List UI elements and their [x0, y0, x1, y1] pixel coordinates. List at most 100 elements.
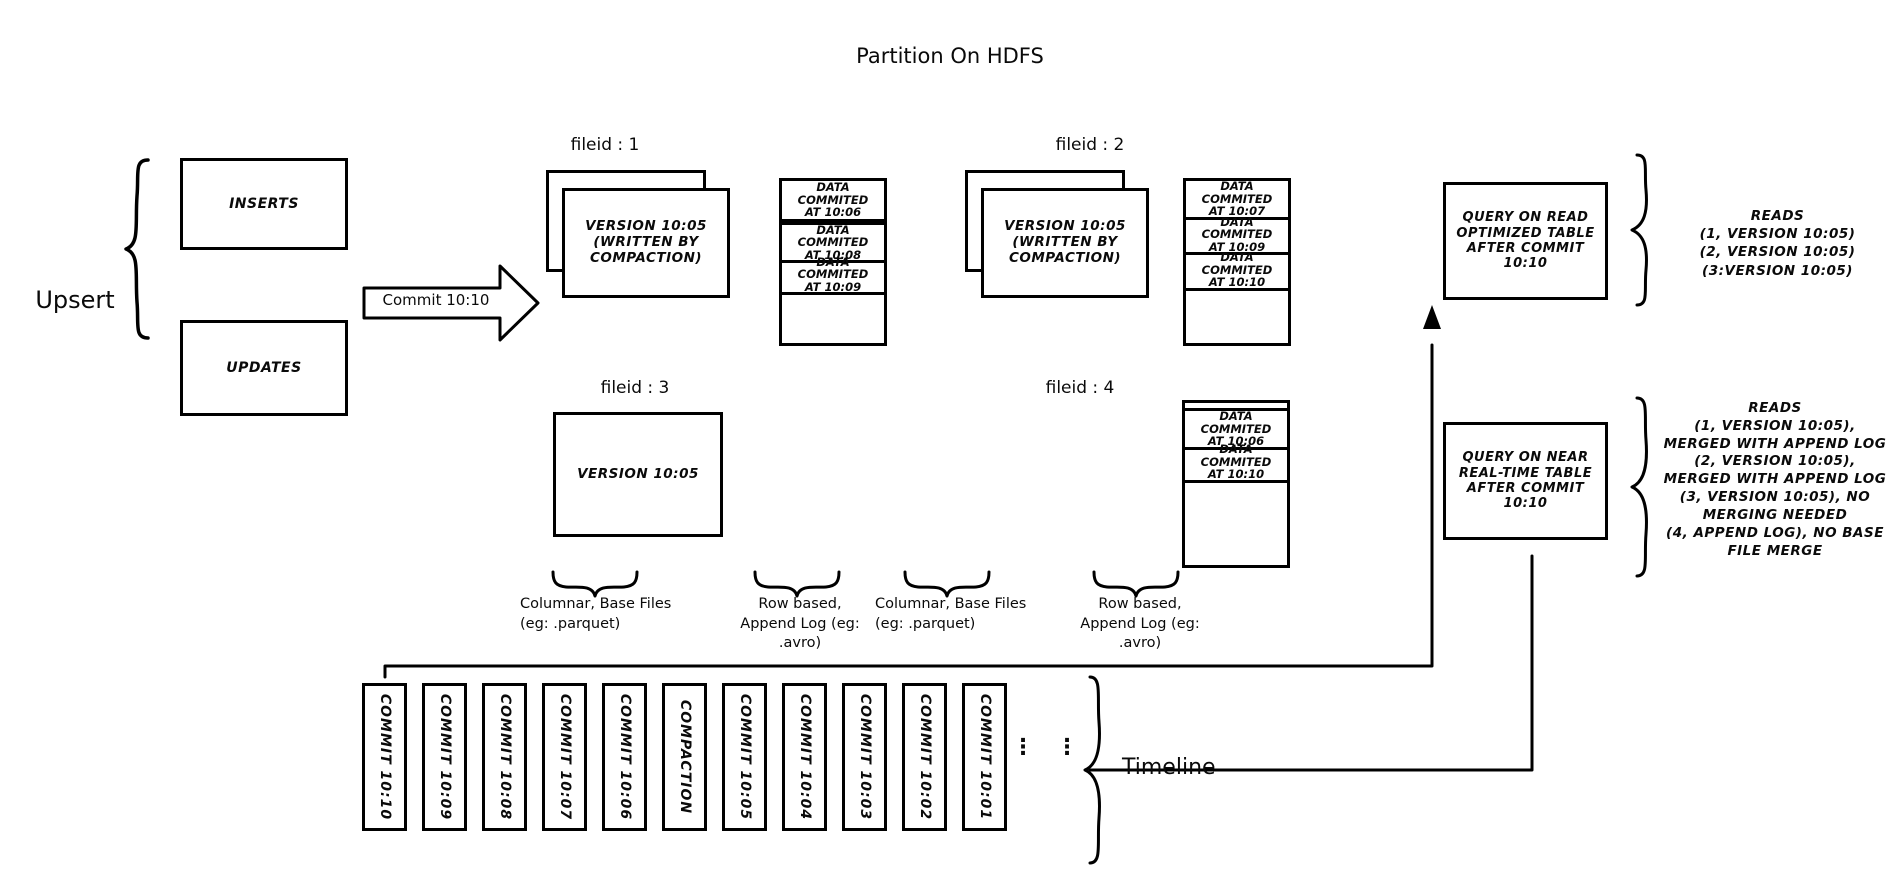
qro-line1: QUERY ON READ — [1462, 210, 1589, 226]
timeline-item: COMMIT 10:09 — [422, 683, 467, 831]
fileid-1-base-line3: COMPACTION) — [589, 249, 703, 266]
timeline-ellipsis-2: ⋮ — [1056, 735, 1078, 760]
timeline-item-label: COMMIT 10:03 — [856, 693, 873, 821]
fileid-1-base-file-front: VERSION 10:05 (WRITTEN BY COMPACTION) — [562, 188, 730, 298]
timeline-item-label: COMMIT 10:08 — [496, 693, 513, 821]
log-entry: DATA COMMITED AT 10:09 — [782, 254, 884, 295]
log-line2: AT 10:07 — [1208, 204, 1266, 219]
timeline-label: Timeline — [1122, 755, 1216, 780]
log-line2: AT 10:09 — [1208, 239, 1266, 254]
log-entry: DATA COMMITED AT 10:10 — [1185, 442, 1287, 483]
fileid-1-base-line1: VERSION 10:05 — [585, 218, 707, 235]
qro-line3: AFTER COMMIT — [1466, 241, 1585, 256]
log-entry: DATA COMMITED AT 10:07 — [1186, 179, 1288, 220]
caption-base-right-line2: (eg: .parquet) — [875, 615, 976, 632]
page-title: Partition On HDFS — [856, 44, 1044, 68]
fileid-2-header: fileid : 2 — [1055, 135, 1125, 155]
log-line1: DATA COMMITED — [797, 180, 869, 207]
fileid-4-append-log: DATA COMMITED AT 10:06 DATA COMMITED AT … — [1182, 400, 1290, 568]
updates-label: UPDATES — [226, 359, 302, 376]
timeline-item: COMMIT 10:04 — [782, 683, 827, 831]
caption-base-left-line2: (eg: .parquet) — [520, 615, 621, 632]
caption-base-right-line1: Columnar, Base Files — [875, 596, 1027, 612]
log-line1: DATA COMMITED — [797, 254, 869, 282]
upsert-label: Upsert — [35, 286, 115, 314]
timeline-item-label: COMMIT 10:02 — [916, 693, 933, 821]
fileid-1-header: fileid : 1 — [570, 135, 640, 155]
log-line1: DATA COMMITED — [1201, 214, 1273, 242]
caption-log-right-line1: Row based, — [1098, 596, 1182, 612]
fileid-3-base-file: VERSION 10:05 — [553, 412, 723, 537]
log-entry: DATA COMMITED AT 10:06 — [782, 181, 884, 222]
fileid-1-append-log: DATA COMMITED AT 10:06 DATA COMMITED AT … — [779, 178, 887, 346]
caption-log-left-line2: Append Log (eg: — [740, 615, 860, 632]
inserts-box: INSERTS — [180, 158, 348, 250]
log-line2: AT 10:09 — [804, 279, 862, 294]
reads-read-optimized: READS (1, VERSION 10:05) (2, VERSION 10:… — [1655, 207, 1900, 280]
timeline-item-label: COMMIT 10:01 — [976, 693, 993, 821]
timeline-item: COMMIT 10:10 — [362, 683, 407, 831]
qnrt-line1: QUERY ON NEAR — [1462, 450, 1589, 466]
query-read-optimized-box: QUERY ON READ OPTIMIZED TABLE AFTER COMM… — [1443, 182, 1608, 300]
timeline-item-compaction: COMPACTION — [662, 683, 707, 831]
log-entry: DATA COMMITED AT 10:08 — [782, 222, 884, 263]
commit-arrow-label: Commit 10:10 — [382, 291, 490, 309]
caption-log-left-line1: Row based, — [758, 596, 842, 612]
log-line2: AT 10:06 — [1207, 434, 1265, 449]
caption-log-left-line3: .avro) — [778, 635, 822, 652]
log-line1: DATA COMMITED — [1200, 409, 1272, 436]
timeline-item: COMMIT 10:03 — [842, 683, 887, 831]
fileid-4-header: fileid : 4 — [1045, 378, 1115, 398]
caption-log-left: Row based, Append Log (eg: .avro) — [730, 595, 870, 654]
timeline-item: COMMIT 10:07 — [542, 683, 587, 831]
caption-base-right: Columnar, Base Files (eg: .parquet) — [875, 595, 1075, 634]
reads-nrt-line: (4, APPEND LOG), NO BASE — [1666, 524, 1884, 541]
fileid-2-base-line1: VERSION 10:05 — [1004, 218, 1126, 235]
fileid-1-base-line2: (WRITTEN BY — [593, 234, 699, 251]
updates-box: UPDATES — [180, 320, 348, 416]
reads-nrt-line: MERGED WITH APPEND LOG — [1663, 471, 1887, 488]
reads-nrt-line: MERGING NEEDED — [1702, 506, 1848, 523]
fileid-2-base-line3: COMPACTION) — [1008, 249, 1122, 266]
reads-ro-line: (1, VERSION 10:05) — [1699, 226, 1856, 243]
log-entry: DATA COMMITED AT 10:06 — [1185, 408, 1287, 450]
timeline-item-label: COMMIT 10:07 — [556, 693, 573, 821]
log-line1: DATA COMMITED — [1201, 179, 1273, 206]
inserts-label: INSERTS — [229, 195, 299, 212]
reads-nrt-line: (3, VERSION 10:05), NO — [1679, 489, 1871, 506]
log-line2: AT 10:10 — [1207, 467, 1265, 482]
timeline-ellipsis-1: ⋮ — [1012, 735, 1034, 760]
reads-ro-line: (2, VERSION 10:05) — [1699, 244, 1856, 261]
timeline-item-label: COMMIT 10:05 — [736, 693, 753, 821]
timeline-item: COMMIT 10:02 — [902, 683, 947, 831]
fileid-3-header: fileid : 3 — [600, 378, 670, 398]
reads-nrt-line: READS — [1748, 400, 1802, 416]
timeline-item: COMMIT 10:01 — [962, 683, 1007, 831]
timeline-item-label: COMMIT 10:09 — [436, 693, 453, 821]
log-entry: DATA COMMITED AT 10:10 — [1186, 250, 1288, 291]
reads-near-real-time: READS (1, VERSION 10:05), MERGED WITH AP… — [1650, 400, 1900, 560]
qro-line2: OPTIMIZED TABLE — [1456, 225, 1595, 241]
reads-nrt-line: (2, VERSION 10:05), — [1694, 453, 1856, 470]
arrowhead-to-read-optimized — [1423, 305, 1441, 329]
caption-base-left: Columnar, Base Files (eg: .parquet) — [520, 595, 720, 634]
reads-nrt-line: MERGED WITH APPEND LOG — [1663, 435, 1887, 452]
log-entry: DATA COMMITED AT 10:09 — [1186, 214, 1288, 255]
qnrt-line4: 10:10 — [1503, 496, 1548, 512]
timeline-item-label: COMMIT 10:04 — [796, 693, 813, 821]
log-line2: AT 10:08 — [804, 247, 862, 262]
reads-ro-line: (3:VERSION 10:05) — [1702, 262, 1853, 279]
reads-nrt-line: FILE MERGE — [1727, 542, 1823, 559]
log-line2: AT 10:06 — [804, 205, 862, 220]
qnrt-line2: REAL-TIME TABLE — [1458, 465, 1593, 481]
qro-line4: 10:10 — [1503, 256, 1548, 272]
query-near-real-time-box: QUERY ON NEAR REAL-TIME TABLE AFTER COMM… — [1443, 422, 1608, 540]
qnrt-line3: AFTER COMMIT — [1466, 481, 1585, 496]
caption-log-right-line2: Append Log (eg: — [1080, 615, 1200, 632]
timeline-item-label: COMMIT 10:10 — [376, 693, 393, 821]
timeline-item: COMMIT 10:05 — [722, 683, 767, 831]
log-line1: DATA COMMITED — [1200, 442, 1272, 469]
log-line1: DATA COMMITED — [1201, 250, 1273, 277]
